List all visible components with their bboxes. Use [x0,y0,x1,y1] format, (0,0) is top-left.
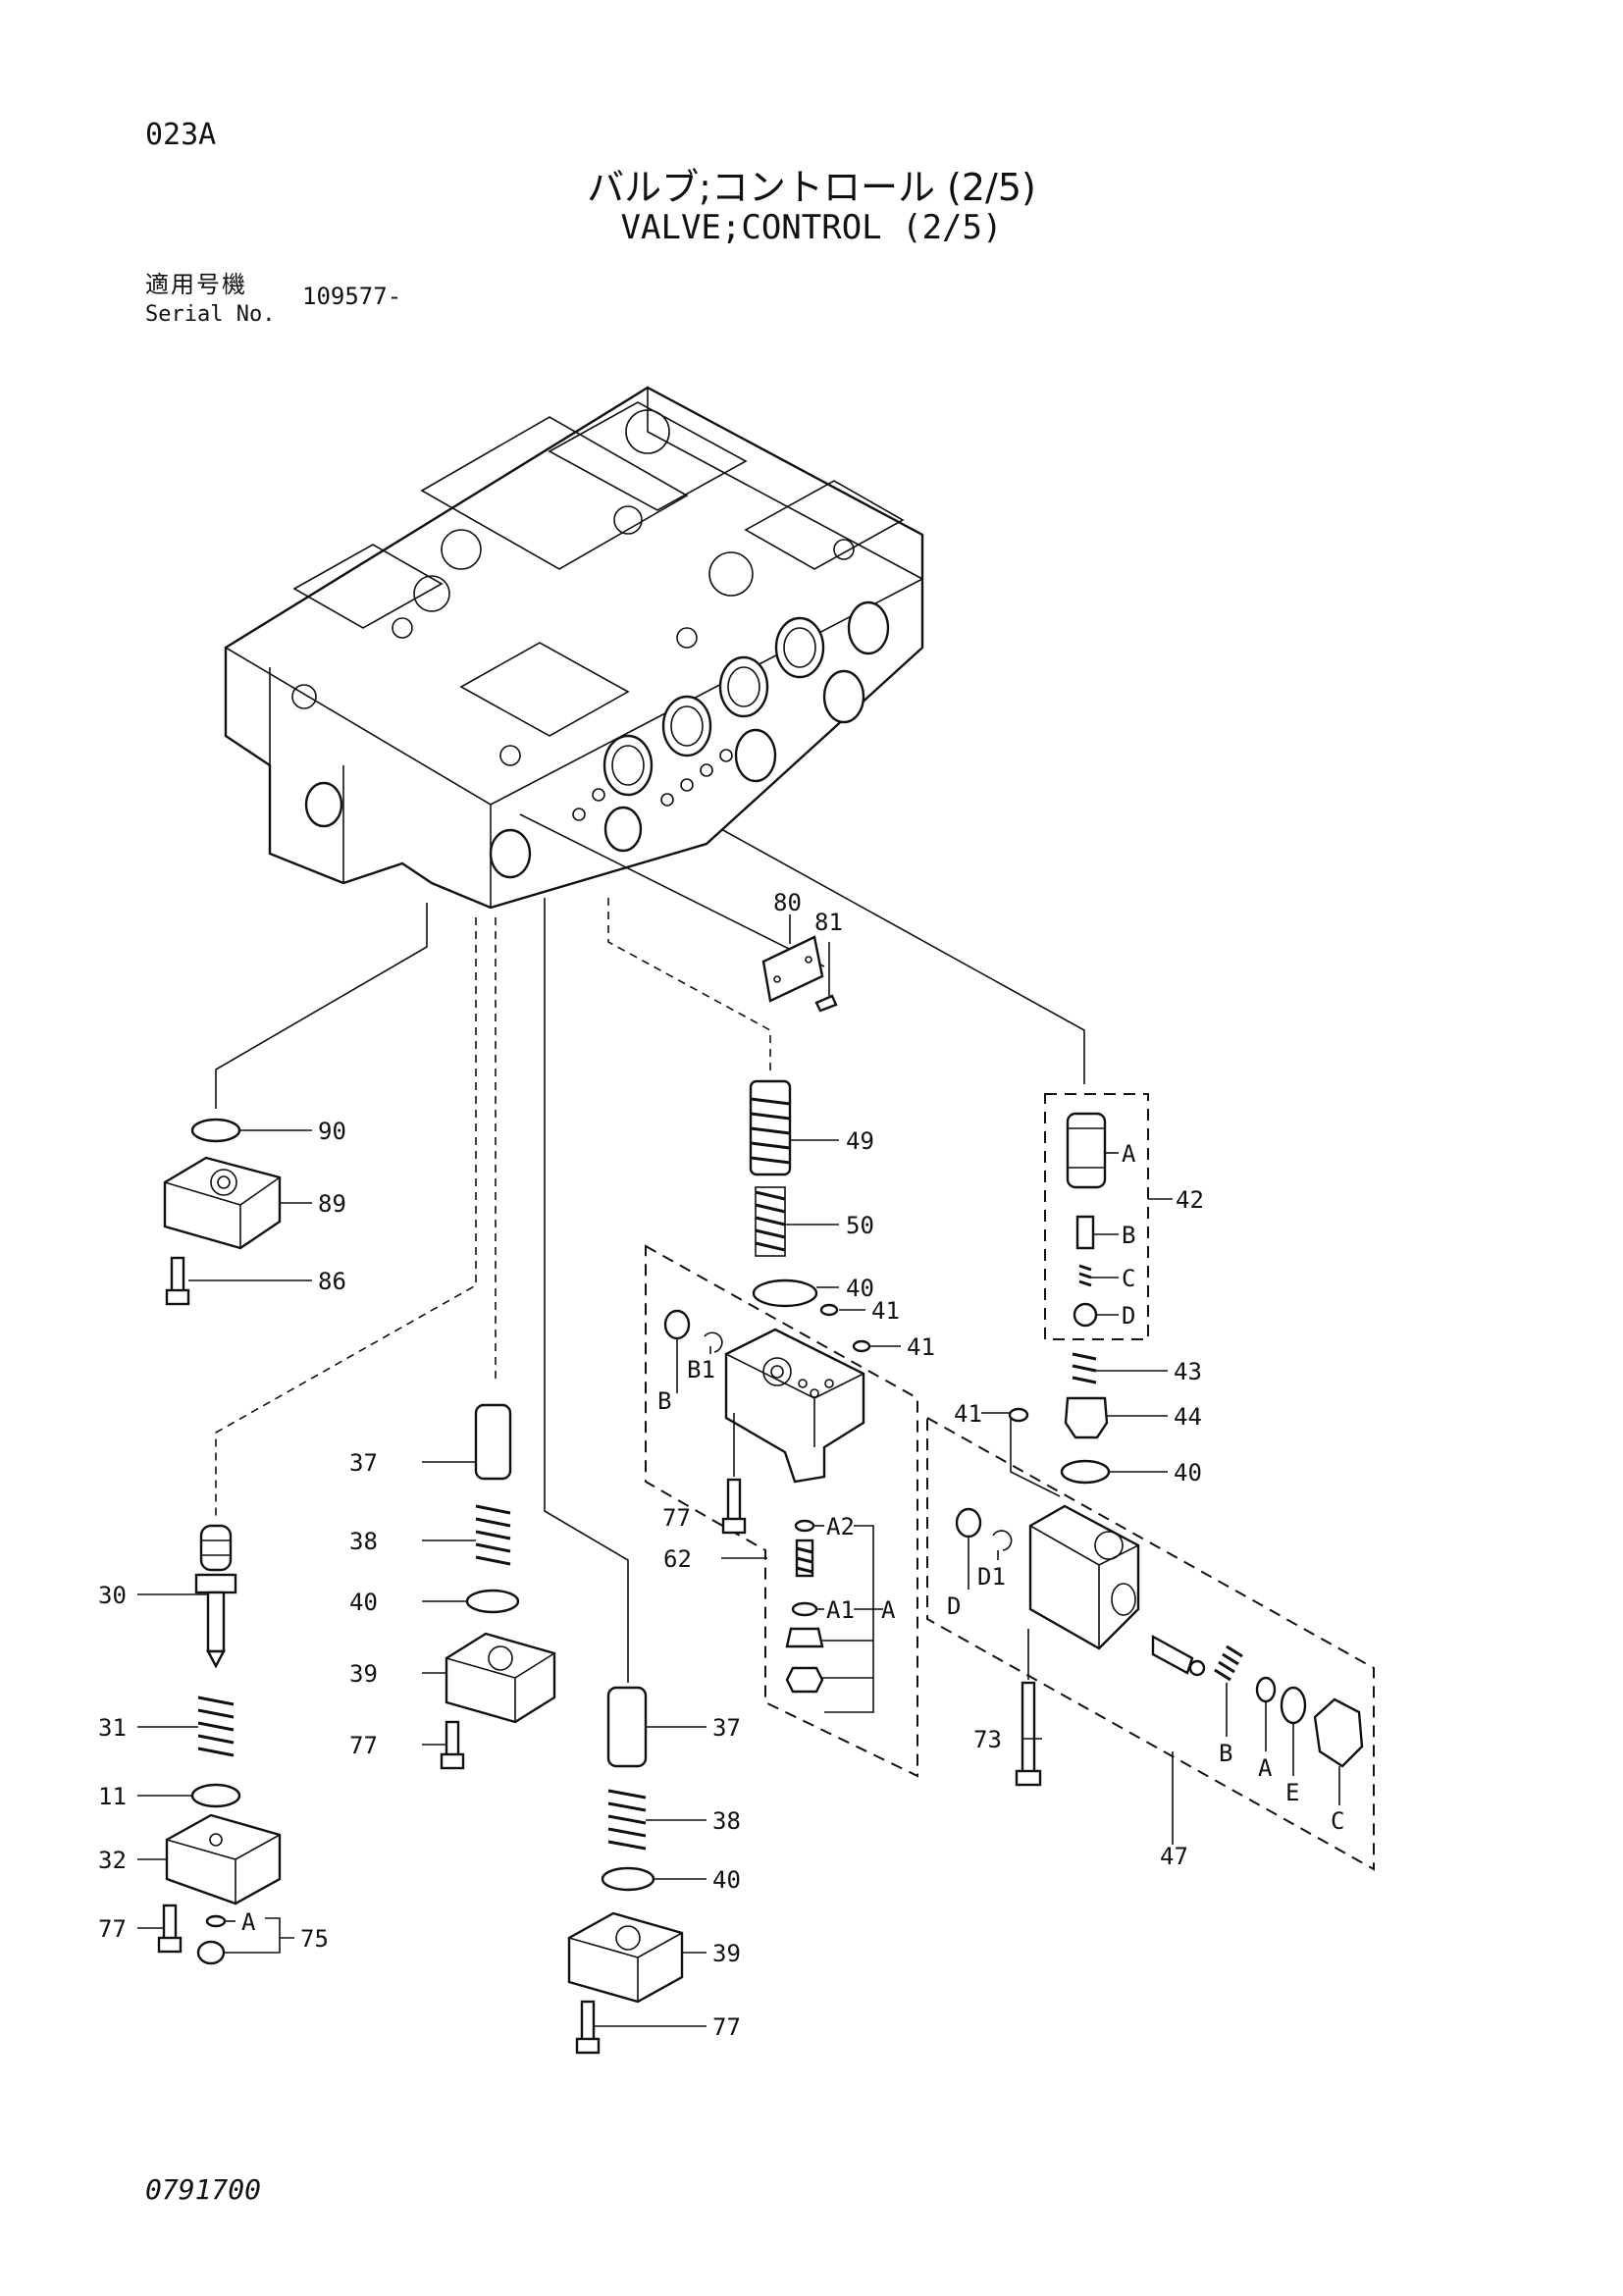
callout-75: 75 [300,1925,329,1953]
callout-77: 77 [712,2013,741,2041]
callout-40: 40 [712,1866,741,1894]
callout-86: 86 [318,1268,346,1295]
callout-41: 41 [871,1297,900,1325]
callout-75-a: A [241,1908,256,1936]
callout-77: 77 [662,1504,691,1532]
callout-47-c: C [1331,1807,1344,1835]
body-leader-lines [215,813,1085,1683]
callout-b: B [657,1387,671,1415]
callout-b1: B1 [687,1356,715,1383]
callout-47-e: E [1285,1779,1299,1806]
lower-middle-assembly [567,1686,707,2055]
callout-42-c: C [1122,1265,1135,1292]
callout-81: 81 [814,909,843,936]
callout-39: 39 [349,1660,378,1688]
callout-42: 42 [1176,1186,1204,1214]
page-title-japanese: バルブ;コントロール (2/5) [587,166,1036,209]
drawing-number: 0791700 [145,2173,262,2206]
callout-38: 38 [349,1528,378,1555]
callout-40: 40 [1174,1459,1202,1487]
callout-40: 40 [349,1589,378,1616]
page-title: VALVE;CONTROL (2/5) [620,208,1003,247]
callout-49: 49 [846,1127,874,1155]
callout-77: 77 [349,1732,378,1759]
callout-11: 11 [98,1783,127,1810]
callout-a: A [881,1596,896,1624]
callout-d: D [947,1592,961,1620]
relief-assembly-47 [926,1407,1375,1871]
valve-body [224,386,924,910]
callout-37: 37 [712,1714,741,1742]
serial-number: 109577- [302,283,402,310]
callout-43: 43 [1174,1358,1202,1385]
center-upper-assembly [749,1079,839,1308]
callout-42-b: B [1122,1222,1135,1249]
callout-39: 39 [712,1940,741,1967]
cartridge-assembly-42 [1044,1093,1173,1485]
callout-77: 77 [98,1915,127,1943]
callout-31: 31 [98,1714,127,1742]
page-code: 023A [145,118,217,152]
callout-47-b: B [1219,1740,1232,1767]
center-cover-assembly-62 [645,1244,918,1778]
middle-left-assembly [422,1403,556,1770]
callout-a2: A2 [826,1513,855,1540]
callout-41: 41 [907,1333,935,1361]
callout-32: 32 [98,1847,127,1874]
left-cover-assembly [163,1118,312,1306]
serial-label-japanese: 適用号機 [145,271,247,298]
callout-80: 80 [773,889,802,916]
callout-a1: A1 [826,1596,855,1624]
callout-42-d: D [1122,1302,1135,1330]
callout-42-a: A [1122,1140,1136,1168]
callout-47: 47 [1160,1843,1188,1870]
callout-44: 44 [1174,1403,1202,1431]
callout-40: 40 [846,1275,874,1302]
plate-80-assembly [761,914,838,1013]
callout-90: 90 [318,1118,346,1145]
callout-62: 62 [663,1545,692,1573]
callout-30: 30 [98,1582,127,1609]
callout-50: 50 [846,1212,874,1239]
serial-label: Serial No. [145,302,276,327]
callout-38: 38 [712,1807,741,1835]
callout-labels: 80 81 90 89 86 49 50 40 41 41 42 A B C D… [98,889,1344,2041]
callout-47-a: A [1258,1754,1273,1782]
callout-d1: D1 [977,1563,1006,1591]
callout-89: 89 [318,1190,346,1218]
callout-73: 73 [973,1726,1002,1753]
callout-41: 41 [954,1400,982,1428]
callout-37: 37 [349,1449,378,1477]
far-left-assembly [137,1524,294,1965]
